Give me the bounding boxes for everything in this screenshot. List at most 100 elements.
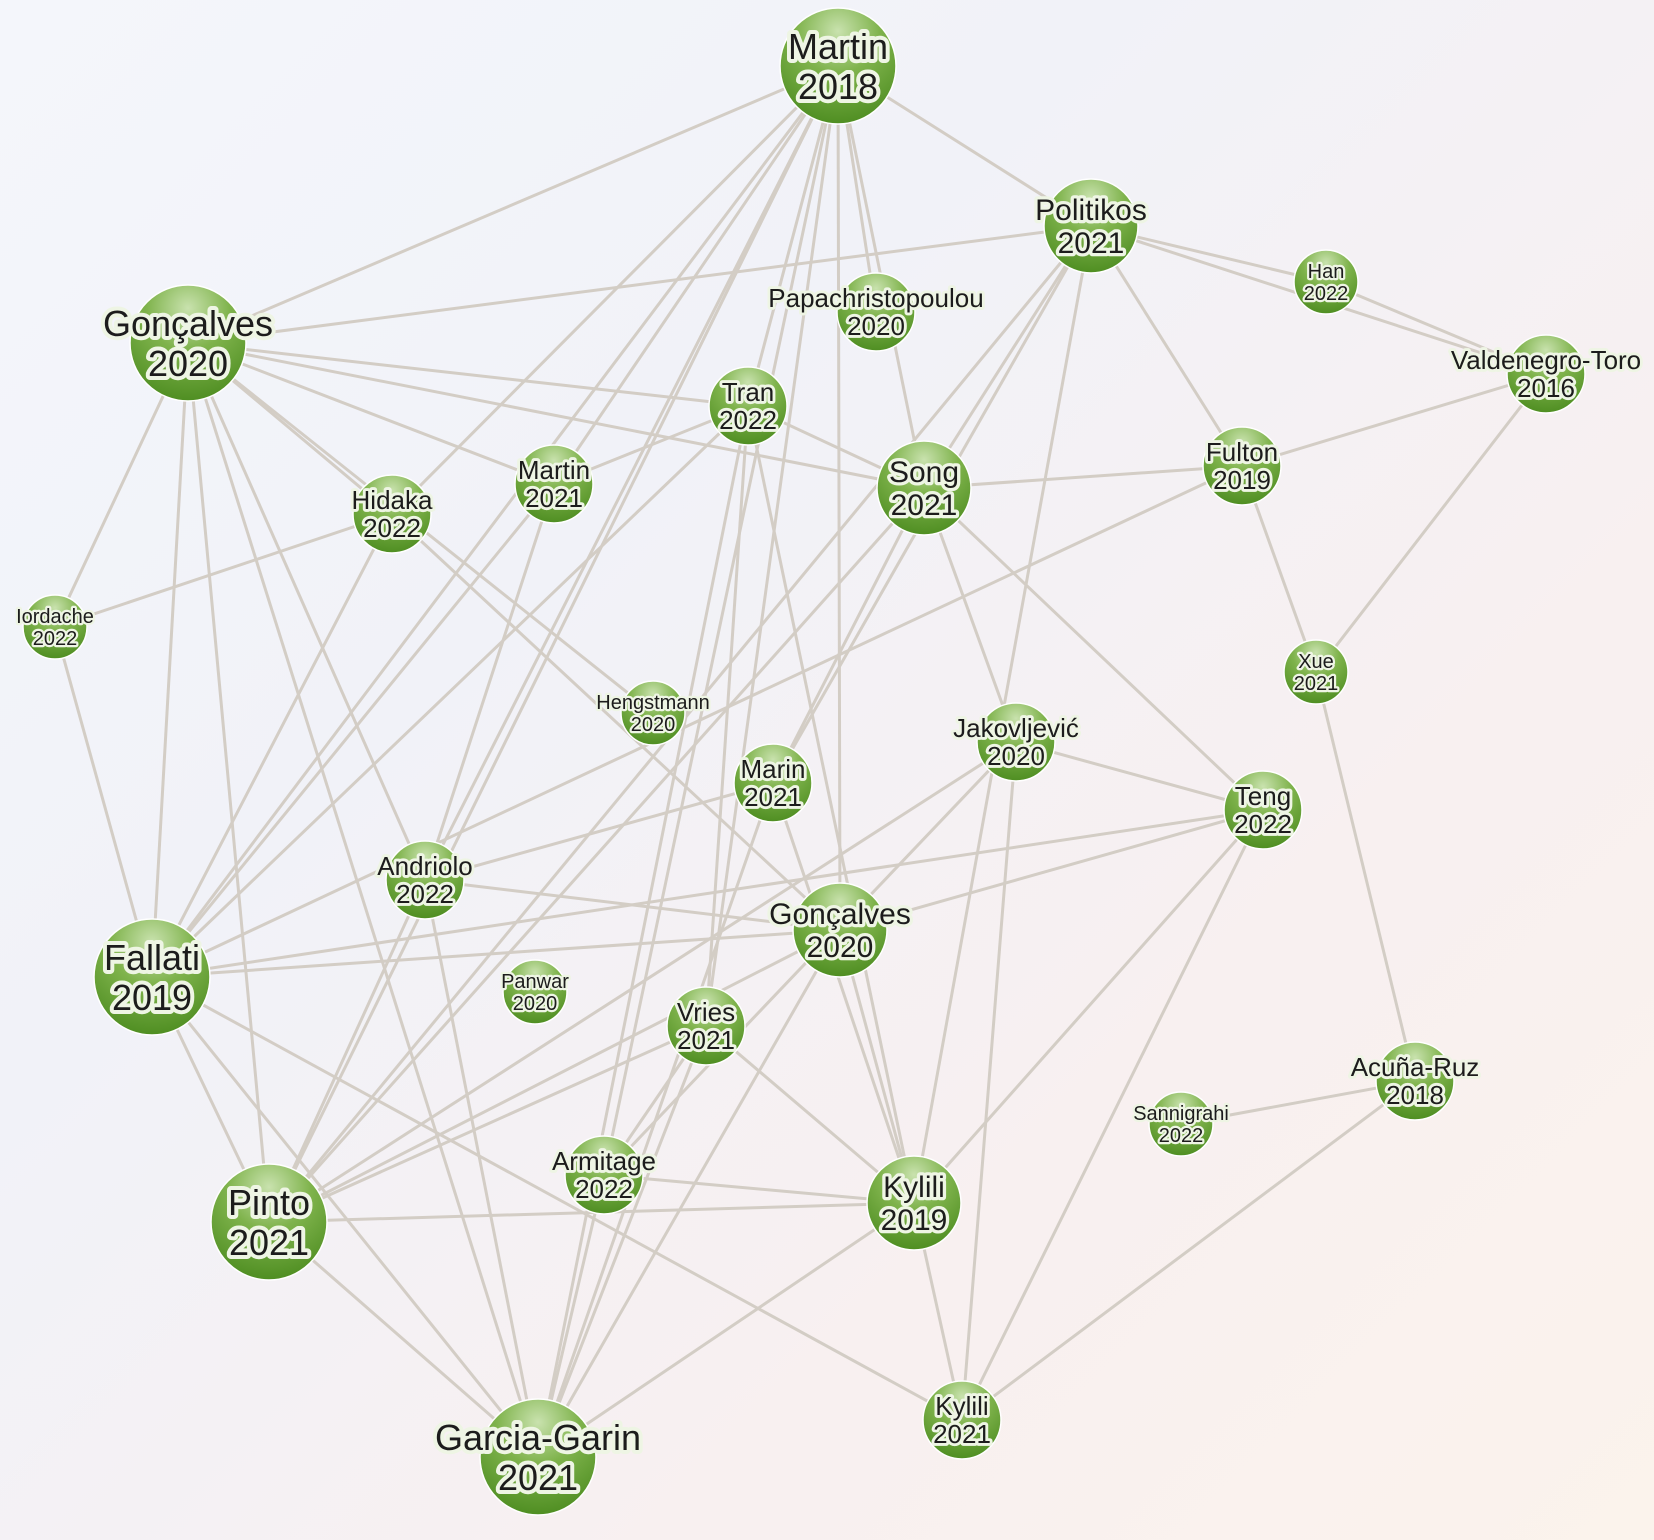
edge-andriolo2022-garciagarin2021 xyxy=(423,879,540,1458)
node-name-label: Han xyxy=(1308,261,1345,283)
node-year-label: 2021 xyxy=(1294,673,1339,695)
node-circle[interactable] xyxy=(779,7,897,125)
node-circle[interactable] xyxy=(564,1135,644,1215)
node-circle[interactable] xyxy=(352,474,432,554)
node-circle[interactable] xyxy=(1293,249,1359,315)
node-circle[interactable] xyxy=(22,594,88,660)
node-circle[interactable] xyxy=(129,284,247,402)
node-circle[interactable] xyxy=(1148,1091,1214,1157)
edge-goncalves2020b-pinto2021 xyxy=(268,928,841,1224)
edge-xue2021-acunaruz2018 xyxy=(1314,671,1417,1082)
edge-goncalves2020a-fallati2019 xyxy=(150,342,190,978)
node-circle[interactable] xyxy=(1223,770,1303,850)
node-circle[interactable] xyxy=(502,959,568,1025)
node-circle[interactable] xyxy=(1375,1041,1455,1121)
node-circle[interactable] xyxy=(479,1398,597,1516)
node-circle[interactable] xyxy=(93,918,211,1036)
node-year-label: 2022 xyxy=(1234,809,1292,839)
node-year-label: 2019 xyxy=(881,1204,948,1237)
edge-andriolo2022-pinto2021 xyxy=(267,879,427,1223)
node-year-label: 2022 xyxy=(396,879,454,909)
node-name-label: Fallati xyxy=(104,937,200,978)
edge-jakovljevic2020-pinto2021 xyxy=(268,740,1017,1224)
node-name-label: Kylili xyxy=(935,1391,988,1421)
node-year-label: 2019 xyxy=(1213,465,1271,495)
node-circle[interactable] xyxy=(1506,334,1586,414)
node-circle[interactable] xyxy=(1202,426,1282,506)
node-circle[interactable] xyxy=(836,272,916,352)
node-year-label: 2021 xyxy=(229,1222,309,1263)
node-year-label: 2020 xyxy=(148,343,228,384)
node-circle[interactable] xyxy=(708,366,788,446)
node-year-label: 2018 xyxy=(798,66,878,107)
edge-martin2021-fallati2019 xyxy=(150,483,556,978)
node-name-label: Gonçalves xyxy=(103,303,273,344)
node-year-label: 2021 xyxy=(744,782,802,812)
edge-kylili2019-garciagarin2021 xyxy=(537,1201,915,1459)
node-circle[interactable] xyxy=(666,986,746,1066)
edge-marin2021-kylili2019 xyxy=(771,782,916,1204)
node-year-label: 2020 xyxy=(513,993,558,1015)
edge-armitage2022-kylili2019 xyxy=(603,1173,915,1205)
edge-teng2022-kylili2019 xyxy=(912,809,1265,1204)
edge-iordache2022-fallati2019 xyxy=(53,626,154,978)
node-circle[interactable] xyxy=(876,440,972,536)
edge-martin2018-goncalves2020a xyxy=(187,64,839,345)
node-circle[interactable] xyxy=(385,840,465,920)
edge-politikos2021-song2021 xyxy=(922,225,1093,489)
node-circle[interactable] xyxy=(922,1380,1002,1460)
node-year-label: 2020 xyxy=(807,931,874,964)
node-circle[interactable] xyxy=(792,882,888,978)
edge-marin2021-andriolo2022 xyxy=(424,781,774,882)
edge-tran2022-fallati2019 xyxy=(150,404,750,979)
edge-goncalves2020a-tran2022 xyxy=(187,341,749,408)
edge-martin2021-andriolo2022 xyxy=(423,483,556,881)
node-circle[interactable] xyxy=(210,1163,328,1281)
node-circle[interactable] xyxy=(1043,178,1139,274)
node-circle[interactable] xyxy=(1283,639,1349,705)
edge-goncalves2020a-andriolo2022 xyxy=(186,342,427,881)
node-circle[interactable] xyxy=(733,743,813,823)
node-circle[interactable] xyxy=(976,702,1056,782)
node-circle[interactable] xyxy=(514,444,594,524)
edge-pinto2021-garciagarin2021 xyxy=(268,1220,539,1459)
node-circle[interactable] xyxy=(866,1155,962,1251)
edge-jakovljevic2020-kylili2021 xyxy=(960,741,1018,1421)
node-year-label: 2021 xyxy=(891,489,958,522)
node-year-label: 2021 xyxy=(933,1419,991,1449)
edge-hidaka2022-goncalves2020b xyxy=(390,512,842,932)
node-name-label: Xue xyxy=(1298,651,1334,673)
node-circle[interactable] xyxy=(620,680,686,746)
node-name-label: Armitage xyxy=(552,1146,656,1176)
edge-song2021-fulton2019 xyxy=(923,464,1243,490)
